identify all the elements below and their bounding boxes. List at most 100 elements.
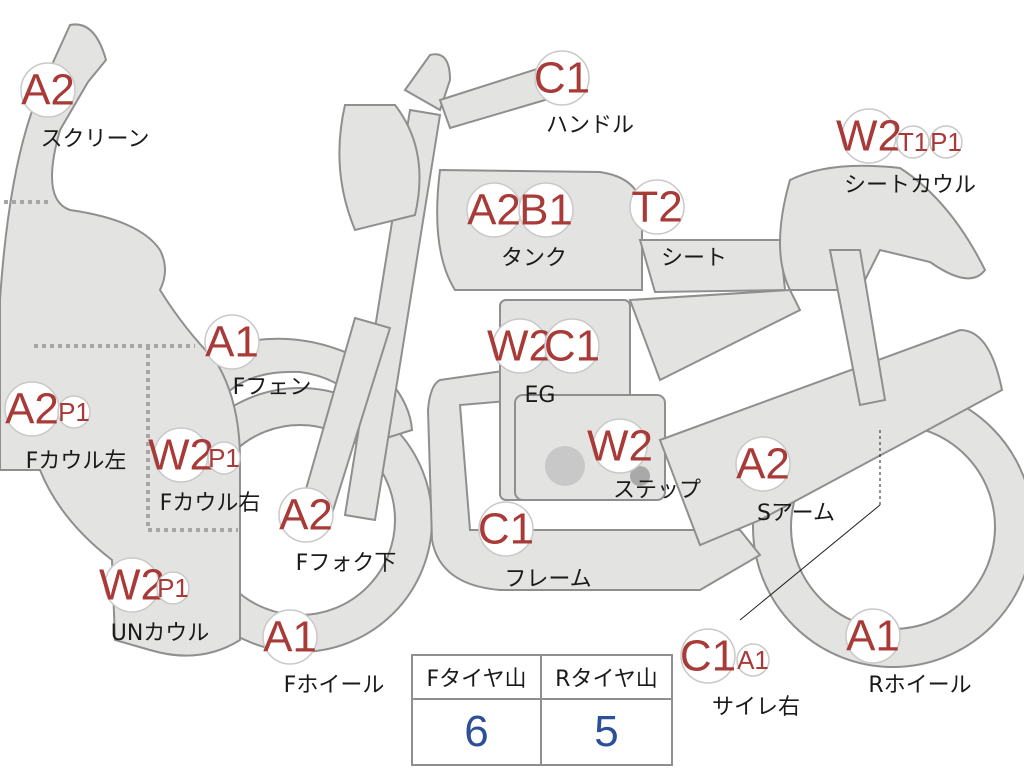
part-label-f-fender: Fフェン [233, 375, 312, 400]
damage-code: A1 [846, 612, 900, 661]
damage-code-badge: A1 [204, 314, 260, 370]
damage-code: P1 [208, 443, 240, 473]
muffler-callout-line [739, 504, 881, 621]
part-label-step: ステップ [613, 478, 701, 503]
damage-code: C1 [680, 632, 736, 681]
damage-code-badge: A1 [736, 643, 770, 677]
damage-code: B1 [519, 186, 573, 235]
rear-tire-value: 5 [594, 707, 619, 756]
damage-code-badge: A2 [735, 436, 791, 492]
badge-circle [478, 501, 534, 557]
front-tire-value: 6 [413, 700, 542, 764]
damage-code: P1 [58, 397, 90, 427]
part-label-frame: フレーム [504, 567, 591, 592]
damage-code: W2 [99, 561, 165, 610]
damage-code: T2 [631, 183, 682, 232]
damage-code-badge: A1 [262, 609, 318, 665]
damage-code-badge: W2 [587, 418, 653, 474]
damage-code-badge: C1 [534, 50, 590, 106]
damage-code-badge: W2 [99, 557, 165, 613]
damage-code-badge: C1 [478, 501, 534, 557]
badge-circle [735, 436, 791, 492]
damage-code-badge: P1 [156, 571, 190, 605]
badge-circle [262, 609, 318, 665]
damage-code: W2 [836, 112, 902, 161]
badge-circle [20, 62, 76, 118]
badge-circle [518, 182, 574, 238]
part-label-f-wheel: Fホイール [284, 673, 385, 698]
part-label-f-cowl-left: Fカウル左 [26, 449, 127, 474]
headstock-shape [338, 104, 421, 232]
part-label-r-wheel: Rホイール [868, 673, 971, 698]
damage-code: A2 [21, 66, 75, 115]
damage-code-badge: B1 [518, 182, 574, 238]
part-label-handle: ハンドル [546, 113, 634, 138]
badge-circle [592, 418, 648, 474]
damage-code: C1 [478, 505, 534, 554]
damage-code: C1 [534, 54, 590, 103]
damage-code-badge: W2 [836, 108, 902, 164]
damage-code-badge: C1 [544, 318, 600, 374]
badge-circle [736, 643, 770, 677]
damage-code: A2 [279, 491, 333, 540]
damage-code-badge: C1 [680, 628, 736, 684]
part-label-s-arm: Sアーム [757, 501, 835, 526]
part-label-muffler-right: サイレ右 [712, 695, 800, 720]
damage-code-badge: P1 [207, 441, 241, 475]
swing-arm-shape [658, 328, 1004, 547]
damage-code-badge: A2 [466, 182, 522, 238]
damage-code-badge: W2 [487, 318, 553, 374]
part-label-eg: EG [525, 383, 556, 408]
badge-circle [841, 108, 897, 164]
damage-code: A2 [5, 385, 59, 434]
part-label-un-cowl: UNカウル [111, 621, 210, 646]
badge-circle [680, 628, 736, 684]
damage-code: W2 [487, 322, 553, 371]
rear-shock-shape [828, 249, 887, 407]
damage-code: P1 [930, 127, 962, 157]
front-tire-header: Fタイヤ山 [413, 656, 542, 700]
badge-circle [207, 441, 241, 475]
handlebar-shape [403, 53, 452, 112]
badge-circle [845, 608, 901, 664]
badge-circle [896, 125, 930, 159]
damage-code: A2 [467, 186, 521, 235]
damage-code-badge: T2 [629, 179, 685, 235]
damage-code: A1 [263, 613, 317, 662]
damage-code: W2 [587, 422, 653, 471]
damage-code-badge: W2 [148, 427, 214, 483]
engine-cover [545, 446, 585, 486]
badge-circle [156, 571, 190, 605]
damage-code-badge: A2 [20, 62, 76, 118]
part-label-screen: スクリーン [41, 127, 150, 152]
badge-circle [544, 318, 600, 374]
badge-circle [204, 314, 260, 370]
rear-subframe [628, 288, 802, 382]
damage-code: A1 [737, 645, 769, 675]
damage-code-badge: T1 [896, 125, 930, 159]
badge-circle [534, 50, 590, 106]
part-label-seat-cowl: シートカウル [844, 173, 976, 198]
badge-circle [278, 487, 334, 543]
part-label-f-fork: Fフォク下 [296, 551, 397, 576]
damage-code: P1 [157, 573, 189, 603]
damage-code-badge: P1 [57, 395, 91, 429]
rear-tire-header: Rタイヤ山 [542, 656, 671, 700]
badge-circle [929, 125, 963, 159]
damage-code-badge: A1 [845, 608, 901, 664]
badge-circle [629, 179, 685, 235]
damage-code: W2 [148, 431, 214, 480]
damage-code: C1 [544, 322, 600, 371]
tire-tread-table: Fタイヤ山 Rタイヤ山 6 5 [411, 654, 673, 766]
damage-code: A2 [736, 440, 790, 489]
damage-code: T1 [898, 127, 928, 157]
step-peg-1 [630, 466, 650, 486]
part-label-seat: シート [661, 246, 727, 271]
damage-code-badge: P1 [929, 125, 963, 159]
damage-code-badge: A2 [278, 487, 334, 543]
damage-code-badge: A2 [4, 381, 60, 437]
part-label-f-cowl-right: Fカウル右 [160, 491, 261, 516]
